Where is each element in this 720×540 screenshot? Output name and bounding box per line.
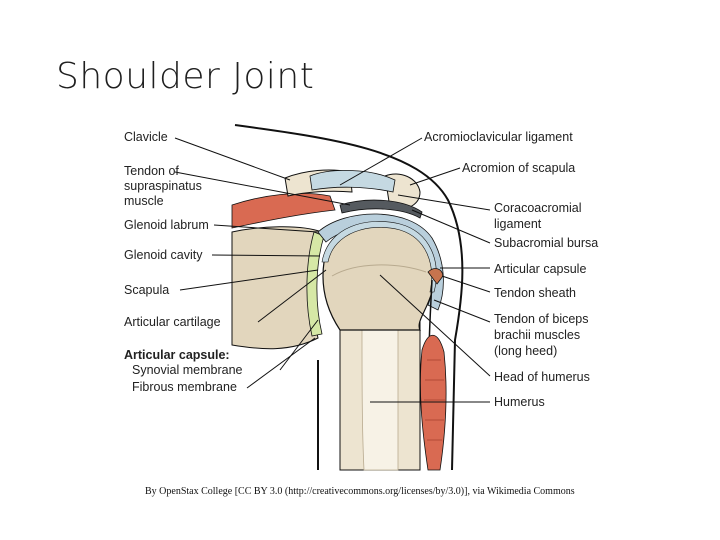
skin-outline bbox=[234, 124, 464, 471]
page-title: Shoulder Joint bbox=[56, 56, 315, 97]
label-tendon-sheath: Tendon sheath bbox=[494, 286, 576, 300]
label-articular-capsule-heading: Articular capsule: bbox=[124, 348, 230, 362]
label-scapula: Scapula bbox=[124, 283, 169, 297]
label-head-of-humerus: Head of humerus bbox=[494, 370, 590, 384]
leader-coracoacromial bbox=[397, 194, 491, 211]
leader-fibrous-membrane bbox=[246, 337, 316, 389]
image-credit: By OpenStax College [CC BY 3.0 (http://c… bbox=[145, 486, 575, 497]
acromioclavicular-ligament bbox=[309, 170, 396, 193]
subacromial-bursa bbox=[339, 199, 423, 219]
label-acromion-of-scapula: Acromion of scapula bbox=[462, 161, 575, 175]
leader-acromioclavicular bbox=[339, 137, 423, 186]
label-acromioclavicular-ligament: Acromioclavicular ligament bbox=[424, 130, 573, 144]
label-synovial-membrane: Synovial membrane bbox=[132, 363, 243, 377]
leader-synovial-membrane bbox=[279, 319, 319, 371]
label-tendon-supraspinatus-3: muscle bbox=[124, 194, 164, 208]
leader-glenoid-labrum bbox=[213, 224, 319, 233]
leader-articular-cartilage bbox=[257, 269, 327, 323]
leader-tendon-supraspinatus bbox=[174, 171, 351, 206]
label-coracoacromial-1: Coracoacromial bbox=[494, 201, 582, 215]
leader-clavicle bbox=[174, 137, 291, 181]
label-tendon-biceps-1: Tendon of biceps bbox=[494, 312, 589, 326]
label-tendon-biceps-3: (long heed) bbox=[494, 344, 557, 358]
leader-glenoid-cavity bbox=[211, 254, 321, 257]
leader-subacromial-bursa bbox=[411, 209, 491, 244]
label-glenoid-cavity: Glenoid cavity bbox=[124, 248, 203, 262]
leader-tendon-sheath bbox=[441, 275, 491, 293]
leader-head-humerus bbox=[379, 274, 491, 377]
leader-scapula bbox=[179, 269, 319, 291]
glenoid-labrum bbox=[306, 231, 325, 337]
label-tendon-supraspinatus-1: Tendon of bbox=[124, 164, 179, 178]
biceps-muscle bbox=[419, 334, 447, 471]
humerus-medullary-cavity bbox=[361, 329, 399, 471]
label-subacromial-bursa: Subacromial bursa bbox=[494, 236, 598, 250]
epiphyseal-line bbox=[331, 264, 427, 277]
supraspinatus-muscle bbox=[231, 193, 336, 229]
label-articular-capsule: Articular capsule bbox=[494, 262, 586, 276]
label-fibrous-membrane: Fibrous membrane bbox=[132, 380, 237, 394]
label-tendon-supraspinatus-2: supraspinatus bbox=[124, 179, 202, 193]
label-articular-cartilage: Articular cartilage bbox=[124, 315, 221, 329]
leader-acromion bbox=[409, 167, 461, 186]
leader-tendon-biceps bbox=[433, 299, 491, 323]
label-humerus: Humerus bbox=[494, 395, 545, 409]
label-clavicle: Clavicle bbox=[124, 130, 168, 144]
label-tendon-biceps-2: brachii muscles bbox=[494, 328, 580, 342]
label-glenoid-labrum: Glenoid labrum bbox=[124, 218, 209, 232]
label-coracoacromial-2: ligament bbox=[494, 217, 542, 231]
